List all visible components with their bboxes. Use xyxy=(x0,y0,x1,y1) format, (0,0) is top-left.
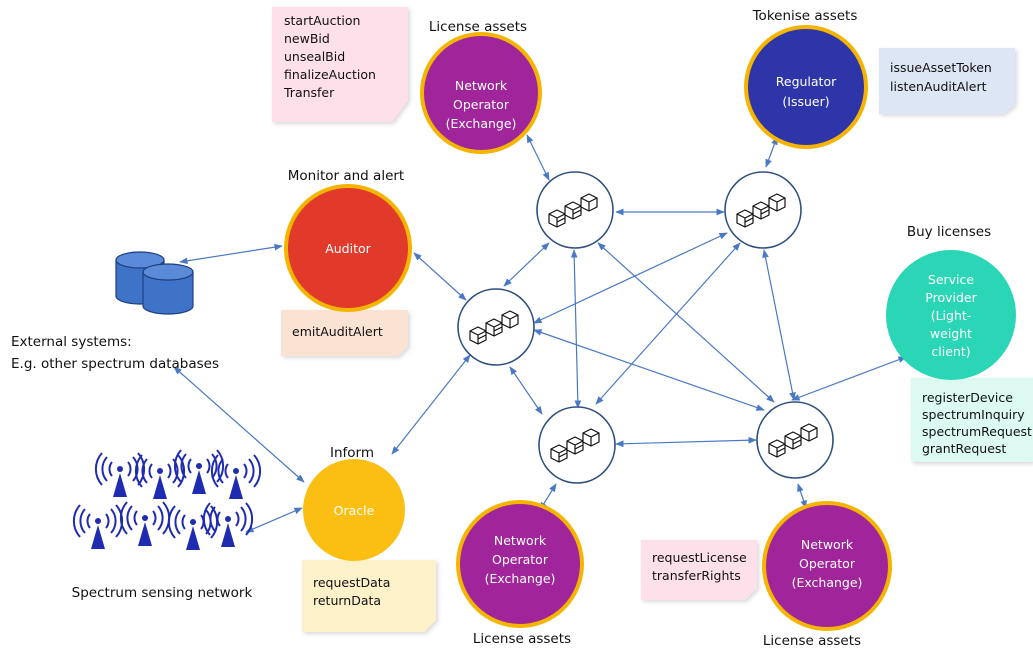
svg-text:spectrumInquiry: spectrumInquiry xyxy=(922,407,1025,422)
radio-antenna-icon xyxy=(210,454,262,500)
edge-database-to-auditor xyxy=(179,243,283,265)
spectrum-sensing-antennas xyxy=(72,449,262,551)
edge-bcn3-to-bcn1 xyxy=(503,242,550,287)
network-operator-top-node: Network Operator (Exchange) xyxy=(420,32,542,154)
edge-external-to-oracle xyxy=(173,366,305,483)
svg-text:Network: Network xyxy=(455,78,508,93)
edge-bcn3-to-oracle xyxy=(391,354,471,455)
label-buy-licenses: Buy licenses xyxy=(907,224,991,240)
oracle-node: Oracle xyxy=(303,459,405,561)
svg-text:(Light-: (Light- xyxy=(931,308,972,323)
svg-text:finalizeAuction: finalizeAuction xyxy=(284,67,376,82)
svg-text:Network: Network xyxy=(494,533,547,548)
svg-text:Provider: Provider xyxy=(925,290,977,305)
radio-antenna-icon xyxy=(167,505,219,551)
note-operator-functions: requestLicense transferRights xyxy=(641,540,757,600)
svg-text:Transfer: Transfer xyxy=(283,85,335,100)
svg-text:(Exchange): (Exchange) xyxy=(485,571,556,586)
auditor-node: Auditor xyxy=(284,184,412,312)
svg-text:Auditor: Auditor xyxy=(325,241,371,256)
svg-text:newBid: newBid xyxy=(284,31,330,46)
svg-text:(Exchange): (Exchange) xyxy=(792,575,863,590)
edge-bcn4-to-bcn5 xyxy=(615,436,757,448)
note-auditor-functions: emitAuditAlert xyxy=(281,310,408,356)
label-tokenise-assets: Tokenise assets xyxy=(752,8,858,24)
label-spectrum-sensing-network: Spectrum sensing network xyxy=(72,585,253,601)
svg-text:transferRights: transferRights xyxy=(652,568,741,583)
network-operator-bottom-center-node: Network Operator (Exchange) xyxy=(456,500,584,628)
blockchain-node-5 xyxy=(756,401,834,479)
svg-text:Operator: Operator xyxy=(799,556,856,571)
note-regulator-functions: issueAssetToken listenAuditAlert xyxy=(879,48,1015,114)
blockchain-node-2 xyxy=(724,171,802,249)
svg-text:Regulator: Regulator xyxy=(776,74,837,89)
svg-text:emitAuditAlert: emitAuditAlert xyxy=(292,324,383,339)
label-monitor-and-alert: Monitor and alert xyxy=(288,168,404,184)
edge-bcn3-to-bcn5 xyxy=(533,329,765,411)
edge-bcn2-to-bcn5 xyxy=(762,249,796,401)
note-exchange-functions: startAuction newBid unsealBid finalizeAu… xyxy=(272,7,408,122)
svg-text:listenAuditAlert: listenAuditAlert xyxy=(890,79,987,94)
edge-sensors-to-oracle xyxy=(245,507,303,533)
regulator-node: Regulator (Issuer) xyxy=(744,25,868,149)
label-license-assets-top: License assets xyxy=(429,19,527,35)
database-cylinder-icon xyxy=(115,251,194,315)
svg-text:grantRequest: grantRequest xyxy=(922,441,1006,456)
edge-operator-top-to-bcn1 xyxy=(526,134,550,181)
network-operator-bottom-right-node: Network Operator (Exchange) xyxy=(762,501,892,631)
note-service-provider-functions: registerDevice spectrumInquiry spectrumR… xyxy=(911,378,1033,462)
blockchain-node-3 xyxy=(457,288,535,366)
blockchain-node-1 xyxy=(536,171,614,249)
svg-text:unsealBid: unsealBid xyxy=(284,49,345,64)
label-license-assets-bottom-center: License assets xyxy=(473,631,571,647)
svg-text:requestLicense: requestLicense xyxy=(652,550,747,565)
radio-antenna-icon xyxy=(202,502,254,548)
svg-text:weight: weight xyxy=(930,326,972,341)
connection-edges xyxy=(173,134,907,533)
svg-text:requestData: requestData xyxy=(313,575,390,590)
svg-text:registerDevice: registerDevice xyxy=(922,390,1013,405)
edge-bcn1-to-bcn5 xyxy=(597,242,775,403)
edge-regulator-to-bcn2 xyxy=(765,136,778,168)
svg-text:Oracle: Oracle xyxy=(334,503,375,518)
edge-bcn2-to-bcn4 xyxy=(595,242,741,405)
svg-text:(Exchange): (Exchange) xyxy=(446,116,517,131)
svg-text:startAuction: startAuction xyxy=(284,13,360,28)
note-oracle-functions: requestData returnData xyxy=(302,560,436,632)
label-external-systems: External systems: xyxy=(11,334,132,350)
radio-antenna-icon xyxy=(119,501,171,547)
svg-text:(Issuer): (Issuer) xyxy=(782,94,829,109)
edge-bcn3-to-bcn4 xyxy=(509,366,543,415)
edge-bcn1-to-bcn4 xyxy=(570,249,582,409)
edge-bcn5-to-operator-bottom-right xyxy=(797,483,807,509)
radio-antenna-icon xyxy=(72,504,124,550)
svg-text:Operator: Operator xyxy=(453,97,510,112)
svg-text:returnData: returnData xyxy=(313,593,381,608)
edge-auditor-to-bcn3 xyxy=(413,252,467,301)
svg-text:Operator: Operator xyxy=(492,552,549,567)
label-license-assets-bottom-right: License assets xyxy=(763,633,861,648)
edge-bcn5-to-service-provider xyxy=(791,356,907,401)
svg-text:spectrumRequest: spectrumRequest xyxy=(922,424,1032,439)
svg-text:client): client) xyxy=(931,344,970,359)
label-inform: Inform xyxy=(330,445,374,461)
svg-text:issueAssetToken: issueAssetToken xyxy=(890,60,992,75)
label-external-systems-example: E.g. other spectrum databases xyxy=(11,356,219,372)
svg-text:Service: Service xyxy=(928,272,975,287)
service-provider-node: Service Provider (Light- weight client) xyxy=(886,250,1016,380)
blockchain-node-4 xyxy=(538,406,616,484)
svg-text:Network: Network xyxy=(801,537,854,552)
